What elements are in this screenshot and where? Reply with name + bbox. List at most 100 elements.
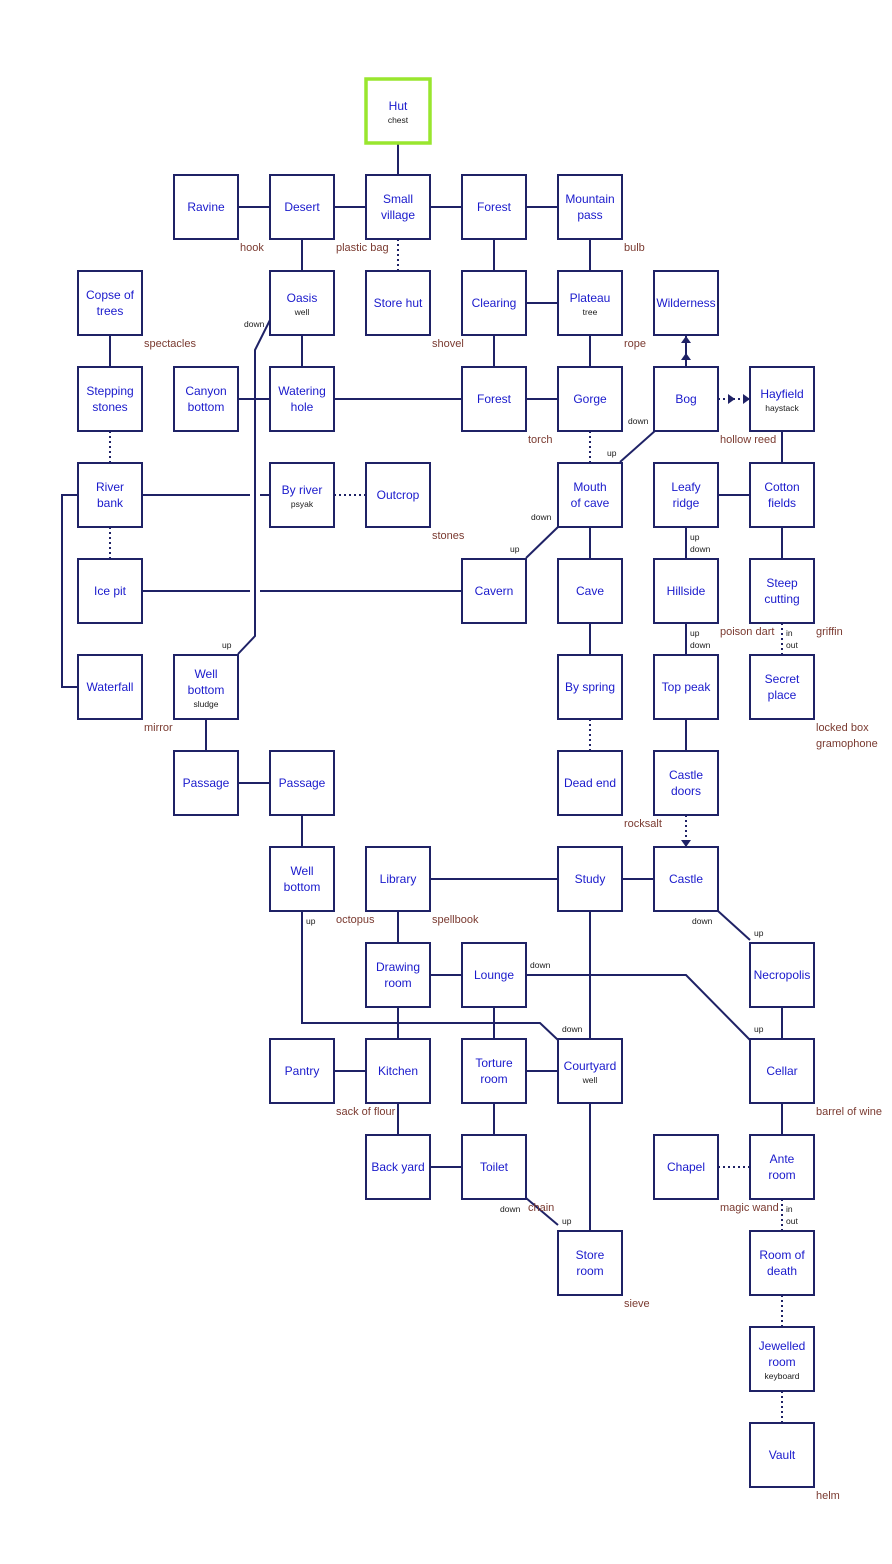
room-box (365, 1038, 431, 1104)
room-box (269, 462, 335, 528)
item-label-magic-wand: magic wand (720, 1202, 779, 1214)
room-box (77, 270, 143, 336)
room-name: room (768, 1355, 795, 1369)
item-label-griffin: griffin (816, 626, 843, 638)
room-box (77, 462, 143, 528)
room-hut: Hut chest (364, 77, 432, 145)
room-name: Hut (389, 99, 408, 113)
room-name: bottom (188, 400, 225, 414)
room-torture-room: Torture room (461, 1038, 527, 1104)
room-name: Well (194, 667, 217, 681)
direction-label-up-cavern: up (510, 544, 520, 554)
room-name: ridge (673, 496, 700, 510)
room-name: Vault (769, 1448, 796, 1462)
connection-lounge-cellar (526, 974, 751, 1041)
room-name: Hayfield (760, 387, 803, 401)
connections-layer (61, 143, 783, 1423)
direction-label-out-secret: out (786, 640, 798, 650)
room-name: Clearing (472, 296, 517, 310)
room-box (557, 558, 623, 624)
room-name: Castle (669, 872, 703, 886)
room-name: Well (290, 864, 313, 878)
room-ravine: Ravine (173, 174, 239, 240)
room-name: room (480, 1072, 507, 1086)
item-label-bulb: bulb (624, 242, 645, 254)
room-box (461, 366, 527, 432)
direction-label-up-well-bottom-1: up (222, 640, 232, 650)
room-name: Courtyard (564, 1059, 617, 1073)
direction-label-down-mouth: down (531, 512, 552, 522)
room-object: chest (388, 115, 409, 125)
direction-label-up-well-bottom-2: up (306, 916, 316, 926)
room-name: trees (97, 304, 124, 318)
room-box (77, 654, 143, 720)
room-name: doors (671, 784, 701, 798)
room-name: Toilet (480, 1160, 509, 1174)
room-box (365, 1134, 431, 1200)
connection-mouth-of-cave-bog (619, 429, 657, 463)
room-name: Oasis (287, 291, 318, 305)
room-box (173, 366, 239, 432)
room-object: psyak (291, 499, 314, 509)
room-box (749, 1230, 815, 1296)
room-name: cutting (764, 592, 799, 606)
room-name: River (96, 480, 124, 494)
room-library: Library (365, 846, 431, 912)
room-name: Study (575, 872, 606, 886)
room-name: Canyon (185, 384, 226, 398)
connection-bog-wilderness-arrow-mid (681, 353, 691, 360)
room-box (749, 366, 815, 432)
room-name: Kitchen (378, 1064, 418, 1078)
room-box (749, 654, 815, 720)
room-box (365, 462, 431, 528)
direction-label-up-cellar: up (754, 1024, 764, 1034)
room-object: sludge (193, 699, 218, 709)
room-box (653, 462, 719, 528)
room-desert: Desert (269, 174, 335, 240)
room-box (557, 654, 623, 720)
room-box (77, 558, 143, 624)
room-name: Room of (759, 1248, 805, 1262)
room-box (653, 1134, 719, 1200)
room-name: village (381, 208, 415, 222)
room-name: Chapel (667, 1160, 705, 1174)
room-name: Waterfall (87, 680, 134, 694)
room-name: Dead end (564, 776, 616, 790)
room-by-spring: By spring (557, 654, 623, 720)
room-box (557, 270, 623, 336)
room-name: Pantry (285, 1064, 320, 1078)
room-box (557, 174, 623, 240)
room-forest-2: Forest (461, 366, 527, 432)
room-name: room (384, 976, 411, 990)
room-object: haystack (765, 403, 799, 413)
room-toilet: Toilet (461, 1134, 527, 1200)
room-box (461, 1038, 527, 1104)
room-box (461, 942, 527, 1008)
room-lounge: Lounge (461, 942, 527, 1008)
item-label-poison-dart: poison dart (720, 626, 774, 638)
room-chapel: Chapel (653, 1134, 719, 1200)
room-box (749, 1134, 815, 1200)
room-name: By spring (565, 680, 615, 694)
room-store-hut: Store hut (365, 270, 431, 336)
item-label-stones: stones (432, 530, 465, 542)
room-cellar: Cellar (749, 1038, 815, 1104)
direction-label-up-store-room: up (562, 1216, 572, 1226)
room-box (461, 1134, 527, 1200)
room-name: Ice pit (94, 584, 127, 598)
item-label-helm: helm (816, 1490, 840, 1502)
room-name: Torture (475, 1056, 513, 1070)
room-box (173, 174, 239, 240)
room-name: Library (380, 872, 417, 886)
item-label-hollow-reed: hollow reed (720, 434, 776, 446)
room-name: Hillside (667, 584, 706, 598)
room-box (269, 1038, 335, 1104)
